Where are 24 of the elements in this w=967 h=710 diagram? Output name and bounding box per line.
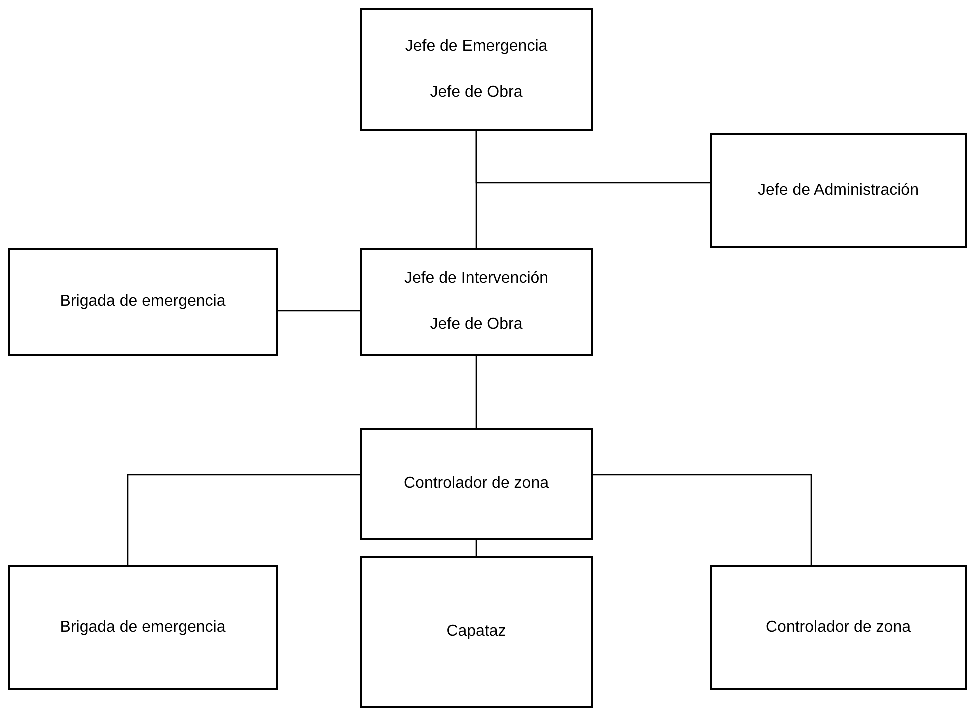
box-label: Jefe de Administración <box>758 182 919 200</box>
connector-line <box>593 474 812 565</box>
box-label: Controlador de zona <box>404 475 549 493</box>
org-box <box>8 565 278 690</box>
org-box <box>360 8 593 131</box>
box-label: Brigada de emergencia <box>60 293 226 311</box>
org-box <box>360 248 593 356</box>
connector-line <box>476 540 478 556</box>
box-label: Brigada de emergencia <box>60 618 226 636</box>
connector-line <box>476 131 710 184</box>
box-label: Capataz <box>446 623 506 641</box>
connector-line <box>127 474 360 565</box>
org-box <box>360 428 593 540</box>
box-label: Jefe de Obra <box>430 84 523 102</box>
box-label: Jefe de Obra <box>430 316 523 334</box>
org-box <box>8 248 278 356</box>
box-label: Controlador de zona <box>766 618 911 636</box>
connector-line <box>278 310 360 312</box>
org-box <box>710 133 967 248</box>
org-box <box>710 565 967 690</box>
org-box <box>360 556 593 708</box>
box-label: Jefe de Intervención <box>404 270 549 288</box>
box-label: Jefe de Emergencia <box>405 38 548 56</box>
connector-line <box>476 356 478 428</box>
